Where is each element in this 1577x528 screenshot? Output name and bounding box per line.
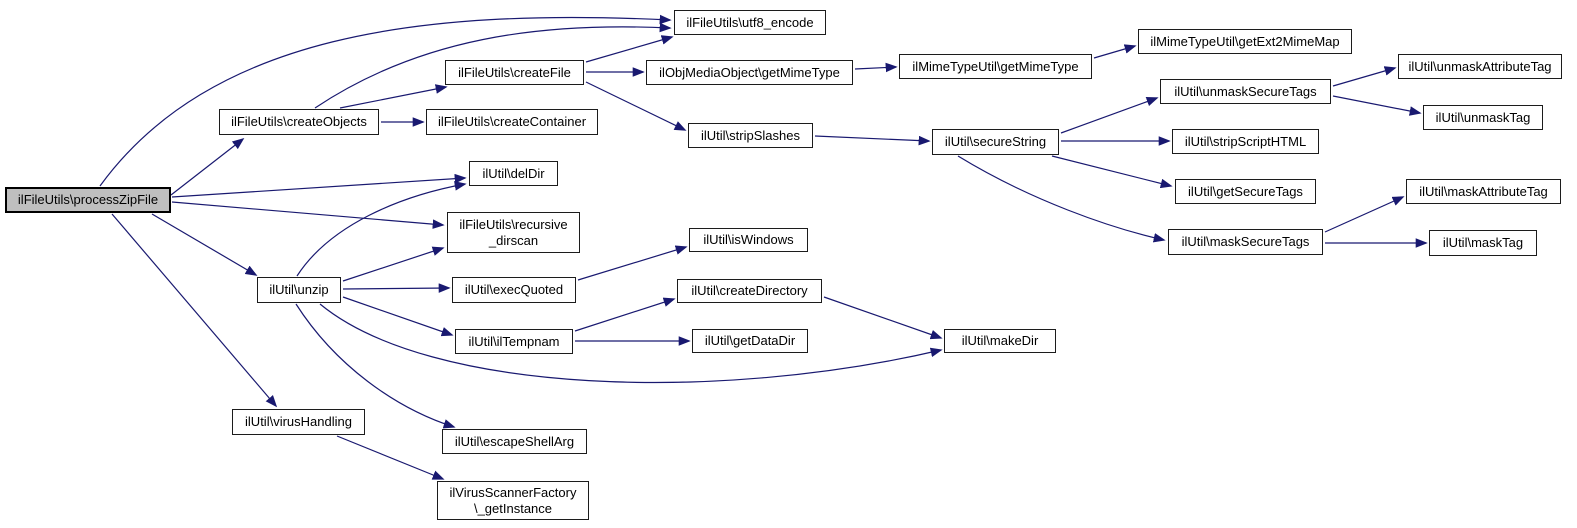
node-createobjects[interactable]: ilFileUtils\createObjects — [219, 109, 379, 135]
edge-secureString-unmaskSecureTags — [1060, 97, 1159, 134]
edge-execQuoted-isWindows — [577, 245, 688, 281]
node-deldir[interactable]: ilUtil\delDir — [469, 161, 558, 186]
node-makedir[interactable]: ilUtil\makeDir — [944, 329, 1056, 353]
node-execquoted[interactable]: ilUtil\execQuoted — [452, 277, 576, 303]
edge-processZipFile-unzip — [151, 213, 258, 276]
edge-unzip-ilTempnam — [342, 296, 454, 337]
edge-unzip-execQuoted — [342, 283, 451, 293]
node-virushandling[interactable]: ilUtil\virusHandling — [232, 409, 365, 435]
node-getext2mimemap[interactable]: ilMimeTypeUtil\getExt2MimeMap — [1138, 29, 1352, 54]
node-stripscripthtml[interactable]: ilUtil\stripScriptHTML — [1172, 129, 1319, 154]
node-getsecuretags[interactable]: ilUtil\getSecureTags — [1175, 179, 1316, 204]
edge-getMimeType_obj-getMimeType_util — [854, 62, 898, 73]
edge-getMimeType_util-getExt2MimeMap — [1093, 44, 1137, 59]
edge-secureString-maskSecureTags — [957, 155, 1166, 243]
edge-createObjects-createFile — [339, 84, 448, 109]
node-iswindows[interactable]: ilUtil\isWindows — [689, 228, 808, 252]
node-getmimetype-obj[interactable]: ilObjMediaObject\getMimeType — [646, 60, 853, 85]
edge-processZipFile-utf8_encode — [99, 14, 672, 187]
node-createfile[interactable]: ilFileUtils\createFile — [445, 60, 584, 85]
edge-ilTempnam-createDirectory — [574, 297, 676, 332]
edge-processZipFile-recursive_dirscan — [171, 201, 445, 229]
edge-stripSlashes-secureString — [814, 135, 931, 146]
node-recursive-dirscan[interactable]: ilFileUtils\recursive _dirscan — [447, 212, 580, 253]
edge-unzip-delDir — [296, 181, 467, 277]
node-unzip[interactable]: ilUtil\unzip — [257, 277, 341, 303]
node-iltempnam[interactable]: ilUtil\ilTempnam — [455, 329, 573, 354]
edge-unmaskSecureTags-unmaskTag — [1332, 95, 1422, 116]
edge-unmaskSecureTags-unmaskAttributeTag — [1332, 66, 1397, 87]
edge-createFile-utf8_encode — [585, 35, 674, 63]
edge-processZipFile-createObjects — [170, 137, 245, 196]
edge-maskSecureTags-maskAttributeTag — [1324, 196, 1405, 233]
node-masksecuretags[interactable]: ilUtil\maskSecureTags — [1168, 229, 1323, 255]
node-stripslashes[interactable]: ilUtil\stripSlashes — [688, 123, 813, 148]
edge-processZipFile-virusHandling — [111, 213, 278, 408]
edge-secureString-getSecureTags — [1051, 155, 1173, 189]
edge-createObjects-utf8_encode — [314, 22, 672, 109]
edge-createDirectory-makeDir — [823, 296, 943, 340]
node-virusscannerfactory[interactable]: ilVirusScannerFactory \_getInstance — [437, 481, 589, 520]
node-maskattributetag[interactable]: ilUtil\maskAttributeTag — [1406, 179, 1561, 204]
edge-processZipFile-delDir — [171, 173, 467, 198]
node-processzipfile[interactable]: ilFileUtils\processZipFile — [5, 187, 171, 213]
node-unmasksecuretags[interactable]: ilUtil\unmaskSecureTags — [1160, 79, 1331, 104]
node-escapeshellarg[interactable]: ilUtil\escapeShellArg — [442, 429, 587, 454]
node-createcontainer[interactable]: ilFileUtils\createContainer — [426, 109, 598, 135]
node-getdatadir[interactable]: ilUtil\getDataDir — [692, 329, 808, 353]
node-unmasktag[interactable]: ilUtil\unmaskTag — [1423, 105, 1543, 130]
edge-unzip-escapeShellArg — [295, 303, 456, 429]
node-utf8-encode[interactable]: ilFileUtils\utf8_encode — [674, 10, 826, 35]
node-securestring[interactable]: ilUtil\secureString — [932, 129, 1059, 155]
node-getmimetype-util[interactable]: ilMimeTypeUtil\getMimeType — [899, 54, 1092, 79]
node-unmaskattributetag[interactable]: ilUtil\unmaskAttributeTag — [1398, 54, 1562, 79]
node-masktag[interactable]: ilUtil\maskTag — [1429, 230, 1537, 256]
edge-unzip-makeDir — [319, 303, 943, 384]
node-createdirectory[interactable]: ilUtil\createDirectory — [677, 279, 822, 303]
edge-unzip-recursive_dirscan — [342, 246, 445, 282]
edge-virusHandling-virusScannerFactory — [336, 435, 445, 480]
edge-createFile-stripSlashes — [585, 81, 687, 131]
